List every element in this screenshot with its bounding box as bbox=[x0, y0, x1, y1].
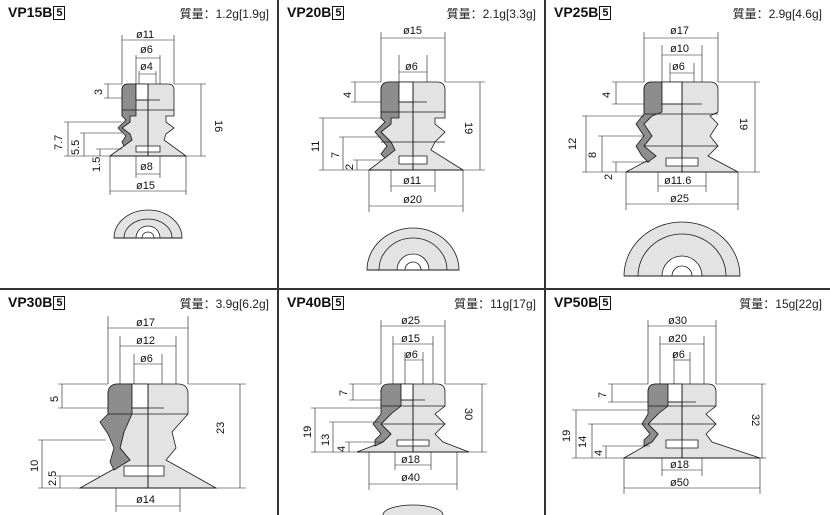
dim-base-dia: ø40 bbox=[401, 472, 420, 484]
dim-inner-dia: ø6 bbox=[405, 349, 418, 361]
dim-top-height: 3 bbox=[93, 89, 105, 95]
mass-label: 質量：15g[22g] bbox=[739, 297, 822, 311]
pad-drawing: ø15 ø6 ø11 ø20 19 4 11 7 2 bbox=[310, 25, 485, 271]
model-suffix-box: 5 bbox=[332, 6, 345, 20]
dim-mid-dia: ø15 bbox=[401, 333, 420, 345]
dim-top-dia: ø11 bbox=[136, 29, 154, 41]
dim-mid-height: 14 bbox=[577, 436, 589, 448]
dim-low-height: 1.5 bbox=[91, 157, 103, 172]
dim-top-dia: ø17 bbox=[670, 25, 689, 37]
dim-low-height: 2 bbox=[344, 164, 356, 170]
pad-drawing: ø25 ø15 ø6 ø18 ø40 30 7 19 13 4 bbox=[302, 315, 487, 515]
mass-label: 質量：1.2g[1.9g] bbox=[179, 7, 269, 21]
dim-top-height: 7 bbox=[338, 390, 350, 396]
dim-base-dia: ø15 bbox=[136, 180, 155, 192]
dim-mid-height: 5.5 bbox=[70, 140, 82, 155]
dim-top-dia: ø25 bbox=[401, 315, 420, 327]
pad-drawing: ø17 ø10 ø6 ø11.6 ø25 19 4 12 8 2 bbox=[567, 25, 760, 277]
mass-label: 質量：3.9g[6.2g] bbox=[179, 297, 269, 311]
mass-label: 質量：11g[17g] bbox=[454, 297, 536, 311]
model-suffix-box: 5 bbox=[53, 296, 66, 310]
dim-mid-height: 8 bbox=[587, 152, 599, 158]
divider-vertical-2 bbox=[544, 0, 546, 515]
dim-low-height: 4 bbox=[336, 446, 348, 452]
dim-total-height: 30 bbox=[462, 408, 474, 420]
model-suffix-box: 5 bbox=[599, 6, 612, 20]
dim-base-dia: ø20 bbox=[403, 194, 422, 206]
dim-outer-height: 10 bbox=[29, 460, 41, 472]
dim-mid-height: 13 bbox=[320, 434, 332, 446]
model-suffix-box: 5 bbox=[53, 6, 66, 20]
dim-inner-dia: ø6 bbox=[140, 353, 153, 365]
model-suffix-box: 5 bbox=[332, 296, 345, 310]
pad-drawing: ø17 ø12 ø6 ø14 23 5 10 2.5 bbox=[29, 316, 246, 512]
dim-outer-height: 19 bbox=[302, 426, 314, 438]
dim-mid-dia: ø6 bbox=[140, 44, 153, 56]
dim-outer-height: 19 bbox=[561, 430, 573, 442]
dim-low-dia: ø14 bbox=[136, 494, 155, 506]
pad-drawing: ø11 ø6 ø4 ø8 ø15 16 3 7.7 5.5 1.5 bbox=[53, 29, 224, 239]
dim-mid-dia: ø20 bbox=[668, 333, 687, 345]
dim-low-dia: ø18 bbox=[401, 454, 420, 466]
dim-low-height: 2 bbox=[603, 174, 615, 180]
model-suffix-box: 5 bbox=[599, 296, 612, 310]
dim-low-dia: ø18 bbox=[670, 459, 689, 471]
dim-total-height: 23 bbox=[215, 422, 227, 434]
dim-mid-dia: ø6 bbox=[405, 61, 418, 73]
pad-drawing: ø30 ø20 ø6 ø18 ø50 32 7 19 14 4 bbox=[561, 315, 766, 494]
dim-low-dia: ø8 bbox=[140, 161, 153, 173]
dim-mid-height: 7 bbox=[330, 152, 342, 158]
dim-inner-dia: ø6 bbox=[672, 349, 685, 361]
divider-horizontal bbox=[0, 288, 830, 290]
dim-base-dia: ø25 bbox=[670, 193, 689, 205]
dim-inner-dia: ø4 bbox=[140, 61, 153, 73]
dim-total-height: 16 bbox=[212, 120, 224, 132]
dim-outer-height: 11 bbox=[310, 141, 322, 152]
dim-total-height: 19 bbox=[737, 118, 749, 130]
divider-vertical-1 bbox=[277, 0, 279, 515]
dim-top-dia: ø15 bbox=[403, 25, 422, 37]
dim-low-dia: ø11 bbox=[403, 175, 421, 187]
dim-top-height: 7 bbox=[597, 392, 609, 398]
dim-top-height: 5 bbox=[49, 396, 61, 402]
dim-top-dia: ø17 bbox=[136, 317, 155, 329]
dim-total-height: 32 bbox=[749, 414, 761, 426]
dim-inner-dia: ø6 bbox=[672, 61, 685, 73]
dim-top-dia: ø30 bbox=[668, 315, 687, 327]
dim-mid-dia: ø10 bbox=[670, 43, 689, 55]
dim-mid-dia: ø12 bbox=[136, 335, 155, 347]
dim-top-height: 4 bbox=[342, 92, 354, 98]
mass-label: 質量：2.1g[3.3g] bbox=[446, 7, 536, 21]
dim-top-height: 4 bbox=[601, 92, 613, 98]
mass-label: 質量：2.9g[4.6g] bbox=[732, 7, 822, 21]
dim-outer-height: 12 bbox=[567, 138, 579, 150]
dim-total-height: 19 bbox=[462, 122, 474, 134]
dim-outer-height: 7.7 bbox=[53, 135, 65, 150]
dim-low-dia: ø11.6 bbox=[664, 175, 691, 187]
dim-mid-height: 2.5 bbox=[47, 471, 59, 486]
dim-base-dia: ø50 bbox=[670, 477, 689, 489]
dim-low-height: 4 bbox=[593, 450, 605, 456]
